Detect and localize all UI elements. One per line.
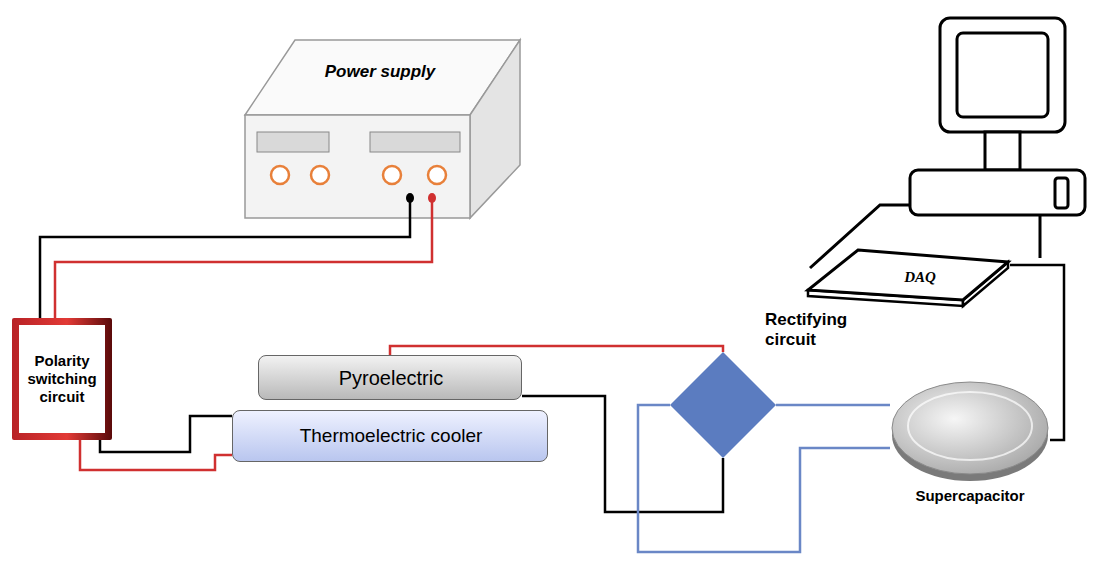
node-label: DAQ bbox=[880, 268, 960, 286]
computer-base bbox=[910, 170, 1085, 215]
control-knob bbox=[428, 166, 446, 184]
box-side-face bbox=[470, 40, 520, 218]
node-label: Supercapacitor bbox=[890, 487, 1050, 505]
terminal-plug bbox=[406, 193, 414, 203]
cable-wire bbox=[1039, 215, 1042, 258]
node-label: Rectifying circuit bbox=[765, 310, 865, 351]
terminal-plug bbox=[428, 193, 436, 203]
coin-ring bbox=[908, 392, 1032, 460]
coin-face bbox=[892, 382, 1048, 474]
display-window bbox=[370, 132, 460, 152]
drive-slot bbox=[1055, 178, 1068, 208]
rectifier-diamond-shape bbox=[670, 352, 776, 458]
wire-connector bbox=[776, 404, 890, 407]
control-knob bbox=[383, 166, 401, 184]
thermoelectric-cooler: Thermoelectric cooler bbox=[232, 410, 548, 462]
board-top bbox=[808, 250, 1008, 300]
wire-connector bbox=[80, 440, 232, 470]
wire-connector bbox=[390, 346, 723, 355]
node-label: Power supply bbox=[285, 62, 475, 82]
wire-connector bbox=[638, 405, 890, 552]
node-label: Thermoelectric cooler bbox=[239, 425, 543, 448]
supercapacitor-cell: Supercapacitor bbox=[890, 375, 1050, 515]
switching-circuit-box: Polarity switching circuit bbox=[12, 318, 112, 440]
power-supply: Power supply bbox=[245, 40, 520, 220]
wire-connector bbox=[100, 416, 232, 452]
wire-connector bbox=[55, 220, 432, 318]
monitor-screen bbox=[957, 33, 1048, 117]
pyroelectric-layer: Pyroelectric bbox=[258, 355, 522, 400]
computer-illustration bbox=[910, 18, 1085, 215]
box-front-face bbox=[245, 115, 470, 218]
wire-connector bbox=[40, 220, 410, 318]
node-label: Pyroelectric bbox=[265, 366, 517, 390]
control-knob bbox=[311, 166, 329, 184]
node-label: Polarity switching circuit bbox=[19, 325, 105, 433]
daq-board: DAQ bbox=[805, 248, 1010, 310]
rectifier-diamond: Rectifying circuit bbox=[670, 352, 776, 458]
shape-outline bbox=[670, 352, 776, 458]
display-window bbox=[257, 132, 329, 152]
monitor-housing bbox=[940, 18, 1065, 132]
monitor-neck bbox=[985, 132, 1020, 170]
control-knob bbox=[271, 166, 289, 184]
